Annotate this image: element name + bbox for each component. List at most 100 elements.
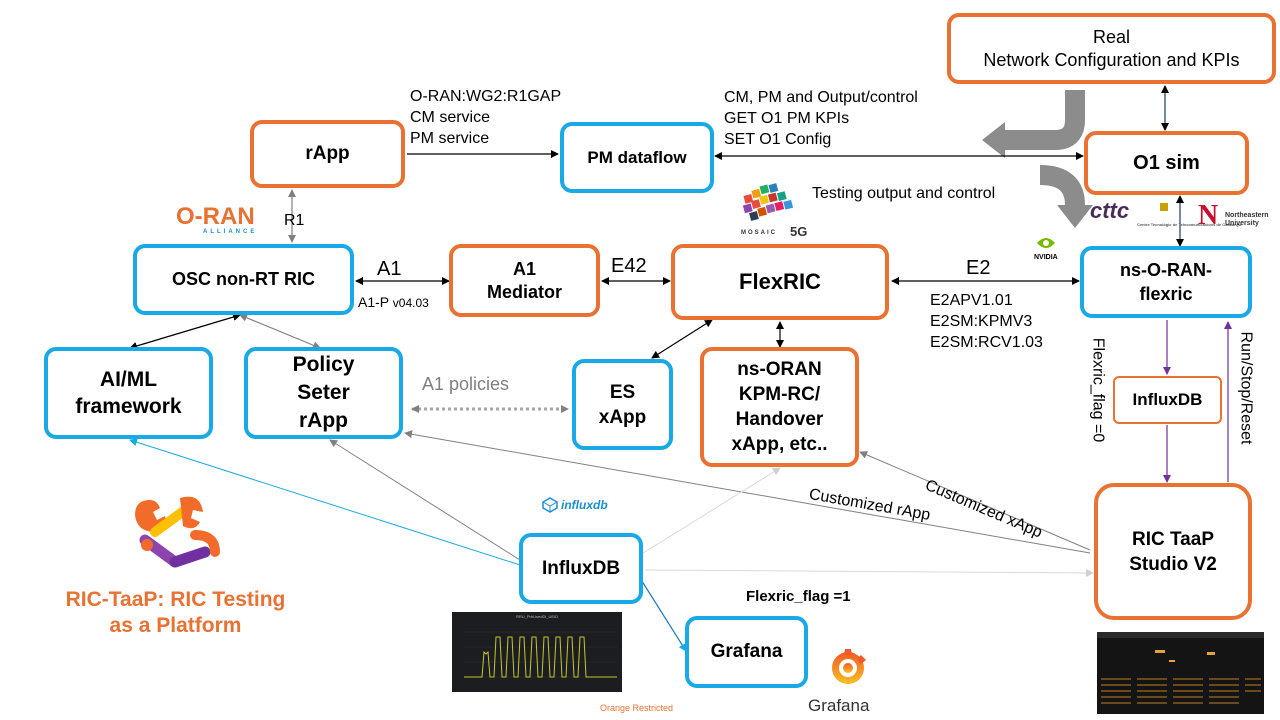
a1p-label: A1-P v04.03: [358, 292, 429, 314]
flexric-flag0-label: Flexric_flag =0: [1089, 337, 1107, 443]
cttc-logo: cttc: [1090, 198, 1130, 223]
real-network-line1: Real: [1092, 26, 1130, 47]
influx-policy-link: [329, 439, 521, 561]
a1-label: A1: [377, 258, 402, 280]
aiml-framework-box[interactable]: AI/ML framework: [44, 347, 213, 439]
e42-label: E42: [611, 255, 647, 277]
a1-policies-label: A1 policies: [422, 374, 510, 394]
studio-line1: RIC TaaP: [1131, 528, 1214, 550]
pm-dataflow-box[interactable]: PM dataflow: [560, 122, 714, 193]
es-line1: ES: [609, 381, 636, 403]
influxdb-right-label: InfluxDB: [1132, 390, 1203, 409]
kpm-line1: ns-ORAN: [737, 359, 822, 380]
a1-mediator-line2: Mediator: [486, 281, 562, 302]
flexric-es-link: [651, 319, 713, 359]
northeastern-text: Northeastern University: [1225, 212, 1269, 227]
pm-dataflow-label: PM dataflow: [587, 147, 687, 167]
nvidia-text: NVIDIA: [1034, 254, 1058, 261]
influxdb-bottom-box[interactable]: InfluxDB: [519, 533, 643, 604]
a1-mediator-line1: A1: [512, 258, 536, 279]
influxdb-logo-text: influxdb: [561, 498, 608, 512]
influx-studio-link2: [644, 568, 1094, 577]
oran-alliance-text: ALLIANCE: [203, 229, 258, 235]
e2-spec-2: E2SM:KPMV3: [930, 313, 1033, 330]
r1gap-line2: CM service: [410, 109, 491, 126]
mosaic-5g-text: 5G: [790, 224, 808, 239]
o1-sim-box[interactable]: O1 sim: [1084, 131, 1249, 195]
osc-aiml-link: [129, 313, 241, 350]
e2-spec-1: E2APV1.01: [930, 292, 1013, 309]
mosaic-5g-logo: [741, 183, 803, 229]
policy-line2: Seter: [297, 381, 350, 404]
ns-oran-flexric-line2: flexric: [1139, 284, 1193, 304]
ric-taap-title-line2: as a Platform: [109, 614, 242, 637]
testing-output-label: Testing output and control: [812, 185, 996, 202]
nvidia-logo-icon: [1035, 235, 1057, 251]
flexric-label: FlexRIC: [739, 269, 821, 294]
ric-taap-studio-box[interactable]: RIC TaaP Studio V2: [1094, 483, 1252, 620]
grafana-box[interactable]: Grafana: [685, 616, 808, 688]
grafana-logo-icon: [825, 643, 871, 689]
cm-pm-line2: GET O1 PM KPIs: [724, 110, 850, 127]
flexric-box[interactable]: FlexRIC: [671, 244, 889, 320]
studio-line2: Studio V2: [1129, 553, 1217, 575]
ric-taap-wrench-icon: [125, 490, 225, 570]
e2-spec-3: E2SM:RCV1.03: [930, 334, 1043, 351]
cm-pm-label: CM, PM and Output/control GET O1 PM KPIs…: [724, 87, 918, 150]
flexric-flag1-label: Flexric_flag =1: [746, 588, 851, 605]
ns-oran-flexric-box[interactable]: ns-O-RAN-flexric: [1080, 246, 1252, 318]
policy-line3: rApp: [299, 409, 348, 432]
kpm-line3: Handover: [735, 409, 824, 430]
northeastern-n-icon: N: [1198, 200, 1219, 231]
grafana-chart-thumbnail: RRU_PrbUsedDl_UEID: [452, 612, 622, 692]
ns-oran-kpm-box[interactable]: ns-ORAN KPM-RC/Handover xApp, etc..: [700, 347, 859, 467]
oran-logo-text: O-RAN: [176, 203, 255, 230]
a1p-main: A1-P: [358, 294, 393, 310]
thumbnail-title: RRU_PrbUsedDl_UEID: [515, 614, 558, 619]
a1p-version: v04.03: [392, 296, 429, 310]
influxdb-right-box[interactable]: InfluxDB: [1113, 376, 1222, 424]
grafana-logo-text: Grafana: [808, 696, 870, 715]
mosaic-grid-icon: [742, 183, 794, 221]
thumbnail-plot: [464, 631, 617, 678]
influxdb-bottom-label: InfluxDB: [541, 557, 621, 579]
mosaic-text: MOSAIC: [741, 230, 777, 236]
ric-taap-title: RIC-TaaP: RIC Testing as a Platform: [52, 587, 299, 639]
influx-aiml-link: [129, 438, 521, 566]
run-stop-reset-label: Run/Stop/Reset: [1237, 331, 1255, 445]
gray-arrow-2: [1039, 165, 1085, 208]
policy-line1: Policy: [292, 353, 355, 376]
cm-pm-line3: SET O1 Config: [724, 131, 832, 148]
oran-logo: O-RAN: [176, 203, 255, 231]
gray-arrow-2-head: [1057, 205, 1093, 228]
cm-pm-line1: CM, PM and Output/control: [724, 89, 918, 106]
e2-specs-label: E2APV1.01 E2SM:KPMV3 E2SM:RCV1.03: [930, 290, 1043, 353]
o1-sim-label: O1 sim: [1133, 151, 1200, 174]
rapp-box[interactable]: rApp: [250, 120, 405, 188]
osc-policy-link: [239, 313, 321, 350]
aiml-line1: AI/ML: [99, 368, 158, 391]
cttc-star-icon: [1160, 198, 1168, 211]
osc-nonrt-ric-box[interactable]: OSC non-RT RIC: [133, 244, 354, 315]
orange-restricted-label: Orange Restricted: [600, 703, 674, 713]
kpm-line2: KPM-RC/: [738, 384, 821, 405]
grafana-label: Grafana: [710, 641, 783, 662]
r1-label: R1: [284, 212, 305, 229]
ric-taap-title-line1: RIC-TaaP: RIC Testing: [65, 588, 286, 611]
real-network-line2: Network Configuration and KPIs: [983, 49, 1240, 70]
r1gap-line3: PM service: [410, 130, 490, 147]
r1gap-label: O-RAN:WG2:R1GAP CM service PM service: [410, 86, 561, 149]
aiml-line2: framework: [75, 395, 182, 418]
influx-kpm-link: [639, 467, 781, 556]
e2-label: E2: [966, 257, 991, 279]
influxdb-logo-icon: [542, 497, 558, 513]
rapp-label: rApp: [305, 143, 350, 164]
gray-arrow-1: [1005, 90, 1085, 150]
kpm-line4: xApp, etc..: [731, 434, 828, 455]
studio-dashboard-thumbnail: [1097, 632, 1264, 714]
